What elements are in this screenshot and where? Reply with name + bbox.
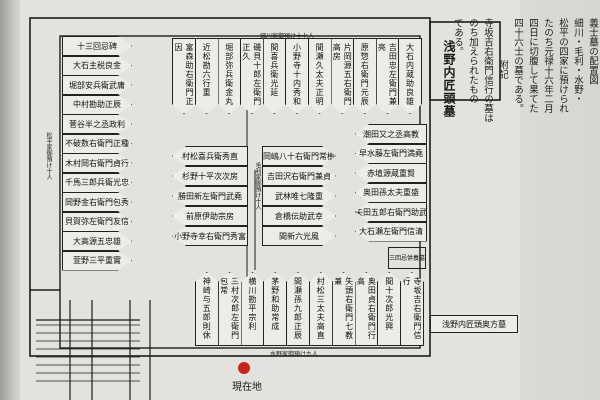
grave-center-0: 岡嶋八十右衛門常樹 bbox=[262, 146, 336, 166]
grave-bottom-2: 奥田貞右衛門行高 bbox=[354, 272, 379, 346]
grave-bottom-1: 間十次郎光興 bbox=[377, 272, 402, 346]
current-location-label: 現在地 bbox=[232, 382, 262, 393]
note-line-7: 寺坂吉右衛門信行の墓は bbox=[482, 18, 493, 123]
label-left: 松平家御預け十人 bbox=[45, 132, 52, 180]
grave-top-2: 原惣右衛門元辰 bbox=[353, 38, 377, 114]
grave-right-0: 潮田又之丞高教 bbox=[355, 124, 427, 144]
grave-bottom-0: 寺坂吉右衛門信行 bbox=[400, 272, 424, 346]
title-asano: 浅野内匠頭墓 bbox=[442, 40, 456, 118]
grave-bottom-4: 村松三太夫高直 bbox=[308, 272, 333, 346]
grave-bottom-9: 神崎与五郎則休 bbox=[194, 272, 219, 346]
grave-mid-4: 小野寺幸右衛門秀富 bbox=[172, 226, 248, 246]
grave-center-4: 間新六光風 bbox=[262, 226, 336, 246]
grave-left-11: 萱野三平重實 bbox=[62, 251, 132, 271]
grave-left-7: 千馬三郎兵衛光忠 bbox=[62, 173, 132, 193]
grave-top-3: 片岡源五右衛門高房 bbox=[330, 38, 354, 114]
grave-center-2: 武林唯七隆重 bbox=[262, 186, 336, 206]
note-line-0: 義士墓の配置図 bbox=[587, 18, 598, 85]
grave-right-4: 矢田五郎右衛門助武 bbox=[355, 202, 427, 222]
note-line-2: 松平の四家に預けられ bbox=[557, 18, 568, 113]
grave-bottom-3: 矢頭右衛門七教兼 bbox=[331, 272, 356, 346]
grave-bottom-6: 茅野和助常成 bbox=[263, 272, 288, 346]
grave-top-5: 小野寺十内秀和 bbox=[285, 38, 309, 114]
grave-top-4: 間瀬久太夫正明 bbox=[308, 38, 332, 114]
note-line-3: たのち元禄十六年二月 bbox=[542, 18, 553, 113]
grave-bottom-8: 三村次郎左衛門包常 bbox=[217, 272, 242, 346]
grave-left-1: 大石主税良金 bbox=[62, 56, 132, 76]
grave-center-3: 倉橋伝助武幸 bbox=[262, 206, 336, 226]
grave-bottom-7: 横川勘平宗利 bbox=[240, 272, 265, 346]
grave-left-4: 菅谷半之丞政利 bbox=[62, 114, 132, 134]
grave-top-10: 富森助右衛門正因 bbox=[172, 38, 196, 114]
grave-right-3: 奥田孫太夫重盛 bbox=[355, 182, 427, 203]
grave-left-8: 岡野金右衛門包秀 bbox=[62, 192, 132, 212]
grave-left-2: 堀部安兵衛武庸 bbox=[62, 75, 132, 95]
grave-bottom-5: 間瀬孫九郎正辰 bbox=[286, 272, 310, 346]
note-line-5: 四十六士の墓である。 bbox=[512, 18, 523, 113]
label-mid: 毛利家御預け十人 bbox=[254, 162, 261, 210]
grave-left-10: 大高源五忠雄 bbox=[62, 231, 132, 251]
grave-mid-1: 杉野十平次次房 bbox=[172, 166, 248, 186]
note-line-8: のち加えられたもの bbox=[467, 18, 478, 104]
grave-mid-3: 前原伊助宗房 bbox=[172, 206, 248, 226]
grave-mid-2: 勝田新左衛門武堯 bbox=[172, 186, 248, 206]
outer-frame bbox=[29, 17, 431, 357]
grave-left-5: 不破数右衛門正種 bbox=[62, 134, 132, 154]
grave-top-8: 堀部弥兵衛金丸 bbox=[217, 38, 241, 114]
label-bottom: 水野家御預け九人 bbox=[270, 351, 319, 358]
grave-right-1: 早水藤左衛門満堯 bbox=[355, 143, 427, 164]
grave-left-0: 十三回忌碑 bbox=[62, 36, 132, 56]
label-memorial: 三回忌供養墓 bbox=[388, 247, 426, 269]
note-line-9: である。 bbox=[452, 18, 463, 56]
grave-left-6: 木村岡右衛門貞行 bbox=[62, 153, 132, 173]
grave-left-3: 中村勘助正辰 bbox=[62, 95, 132, 115]
grave-left-9: 貝賀弥左衛門友信 bbox=[62, 212, 132, 232]
current-location-dot bbox=[238, 362, 250, 374]
grave-top-6: 間喜兵衛光延 bbox=[262, 38, 286, 114]
asano-grave-box bbox=[429, 21, 501, 101]
grave-right-2: 赤埴源蔵重賢 bbox=[355, 163, 427, 183]
grave-center-1: 吉田沢右衛門兼貞 bbox=[262, 166, 336, 186]
grave-right-5: 大石瀬左衛門信清 bbox=[355, 221, 427, 242]
label-top: 細川家御預け十七人 bbox=[260, 33, 315, 40]
grave-top-9: 近松勘六行重 bbox=[195, 38, 219, 114]
note-line-1: 細川・毛利・水野・ bbox=[572, 18, 583, 104]
grave-top-7: 磯貝十郎左衛門正久 bbox=[240, 38, 264, 114]
grave-top-1: 吉田忠左衛門兼亮 bbox=[375, 38, 399, 114]
note-line-6: 附記 bbox=[497, 60, 508, 79]
grave-top-0: 大石内蔵助良雄 bbox=[398, 38, 422, 114]
grave-mid-0: 村松喜兵衛秀直 bbox=[172, 146, 248, 166]
note-line-4: 四日に切腹して果てた bbox=[527, 18, 538, 113]
title-asano-wife-tag: 浅野内匠頭奥方墓 bbox=[430, 315, 518, 333]
